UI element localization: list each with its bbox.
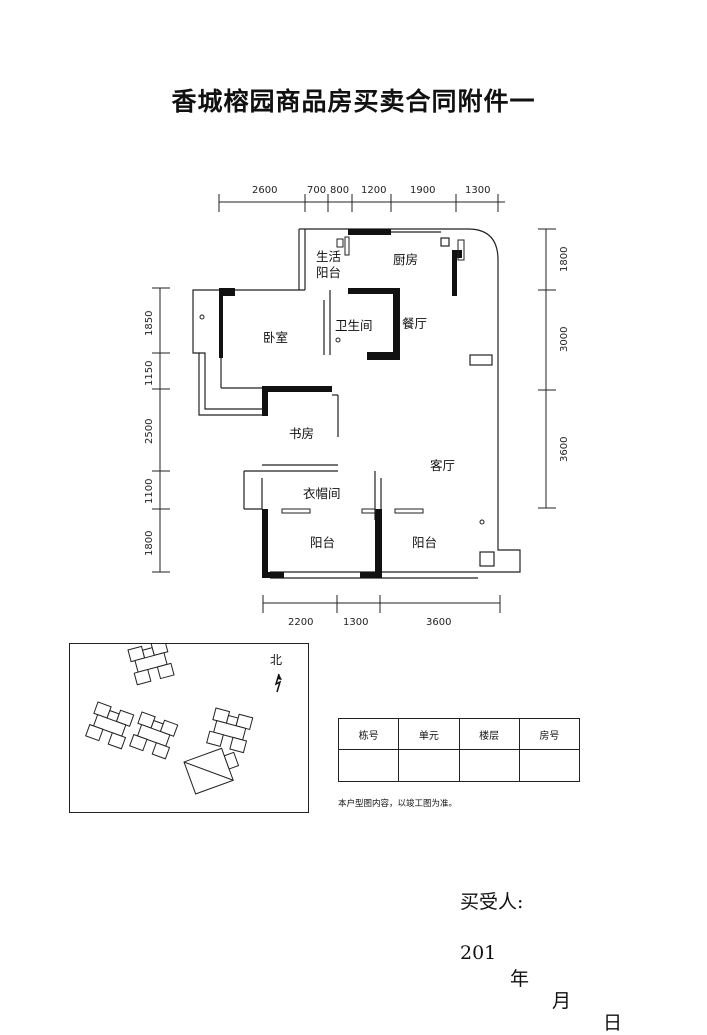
dim-left-3: 2500 [144, 419, 155, 444]
dimension-lines [152, 194, 556, 613]
thin-walls [192, 228, 521, 579]
date-year: 201 [460, 942, 497, 964]
room-label-balcony-right: 阳台 [412, 535, 437, 550]
door-sills [199, 236, 485, 525]
site-map [69, 639, 309, 813]
buyer-label: 买受人: [460, 891, 524, 913]
dim-left-2: 1150 [144, 361, 155, 386]
room-label-living-balcony-2: 阳台 [316, 265, 341, 280]
dim-left-1: 1850 [144, 311, 155, 336]
dim-top-4: 1200 [361, 185, 386, 196]
north-label: 北 [270, 653, 283, 667]
dim-right-1: 1800 [559, 247, 570, 272]
room-label-study: 书房 [289, 426, 314, 441]
header-building: 栋号 [337, 718, 400, 750]
room-label-kitchen: 厨房 [393, 252, 418, 267]
dim-top-5: 1900 [410, 185, 435, 196]
disclaimer-note: 本户型图内容，以竣工图为准。 [338, 799, 458, 809]
date-day-label: 日 [603, 1012, 623, 1034]
thick-walls [219, 229, 462, 578]
date-line: 201 年 月 日 [460, 920, 622, 1034]
header-floor: 楼层 [458, 718, 520, 750]
room-label-living-balcony-1: 生活 [316, 249, 341, 264]
room-label-cloakroom: 衣帽间 [303, 486, 341, 501]
dim-left-4: 1100 [144, 479, 155, 504]
dim-bottom-2: 1300 [343, 617, 368, 628]
dim-left-5: 1800 [144, 531, 155, 556]
dim-bottom-1: 2200 [288, 617, 313, 628]
room-label-living-room: 客厅 [430, 458, 455, 473]
room-label-bathroom: 卫生间 [335, 318, 373, 333]
value-building [337, 749, 400, 782]
dim-top-3: 800 [330, 185, 349, 196]
header-unit: 单元 [398, 718, 460, 750]
value-unit [398, 749, 460, 782]
room-label-bedroom: 卧室 [263, 330, 288, 345]
dim-right-3: 3600 [559, 437, 570, 462]
room-label-dining: 餐厅 [402, 316, 427, 331]
dim-top-1: 2600 [252, 185, 277, 196]
dim-top-6: 1300 [465, 185, 490, 196]
date-year-label: 年 [510, 968, 530, 990]
dim-bottom-3: 3600 [426, 617, 451, 628]
dim-top-2: 700 [307, 185, 326, 196]
header-room: 房号 [518, 718, 581, 750]
unit-info-table: 栋号 单元 楼层 房号 [337, 718, 581, 782]
site-map-buildings [85, 639, 282, 795]
value-floor [458, 749, 520, 782]
value-room [518, 749, 581, 782]
dim-right-2: 3000 [559, 327, 570, 352]
room-label-balcony-left: 阳台 [310, 535, 335, 550]
page-title: 香城榕园商品房买卖合同附件一 [171, 87, 536, 116]
floor-plan: 2600 700 800 1200 1900 1300 1800 3000 36… [144, 185, 570, 628]
